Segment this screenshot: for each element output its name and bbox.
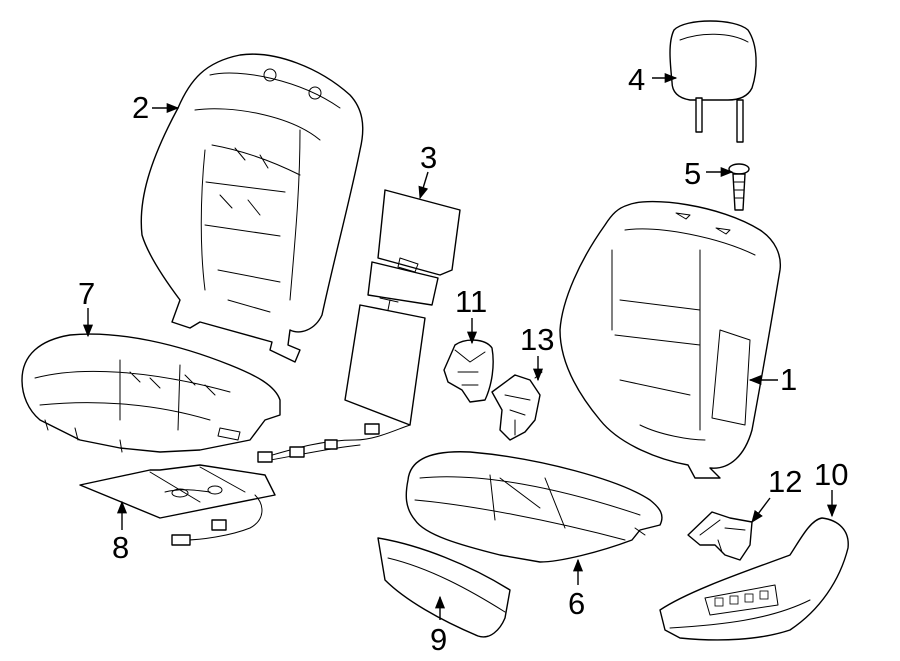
bracket-part-11[interactable] — [443, 339, 494, 403]
callout-1: 1 — [780, 362, 797, 397]
callout-8: 8 — [112, 530, 129, 565]
leader-3 — [418, 171, 429, 200]
callout-9: 9 — [430, 622, 447, 657]
callout-3: 3 — [420, 140, 437, 175]
callout-10: 10 — [814, 457, 848, 492]
callout-7: 7 — [78, 276, 95, 311]
seat-heater-part-8[interactable] — [79, 464, 276, 546]
headrest-part-4[interactable] — [669, 20, 757, 143]
seat-cushion-part-6[interactable] — [405, 451, 663, 563]
callout-6: 6 — [568, 586, 585, 621]
seatback-pad-part-3[interactable] — [344, 189, 461, 426]
callout-2: 2 — [132, 90, 149, 125]
seatback-cover-part-2[interactable] — [140, 53, 364, 363]
headrest-guide-part-5[interactable] — [728, 163, 750, 211]
callout-13: 13 — [520, 322, 554, 357]
seatback-assembly-part-1[interactable] — [559, 200, 782, 479]
leader-lines — [82, 72, 838, 620]
seat-cushion-cover-part-7[interactable] — [21, 333, 281, 453]
callout-numbers: 1 2 3 4 5 6 7 8 9 10 11 12 13 — [78, 62, 848, 657]
leader-12 — [751, 497, 771, 524]
callout-4: 4 — [628, 62, 645, 97]
callout-5: 5 — [684, 156, 701, 191]
callout-11: 11 — [455, 284, 487, 319]
bracket-part-13[interactable] — [491, 371, 543, 441]
callout-12: 12 — [768, 464, 802, 499]
bracket-part-12[interactable] — [687, 511, 753, 561]
seatback-wiring-harness[interactable] — [257, 423, 411, 463]
side-trim-part-10[interactable] — [659, 517, 849, 641]
front-trim-part-9[interactable] — [377, 537, 511, 638]
